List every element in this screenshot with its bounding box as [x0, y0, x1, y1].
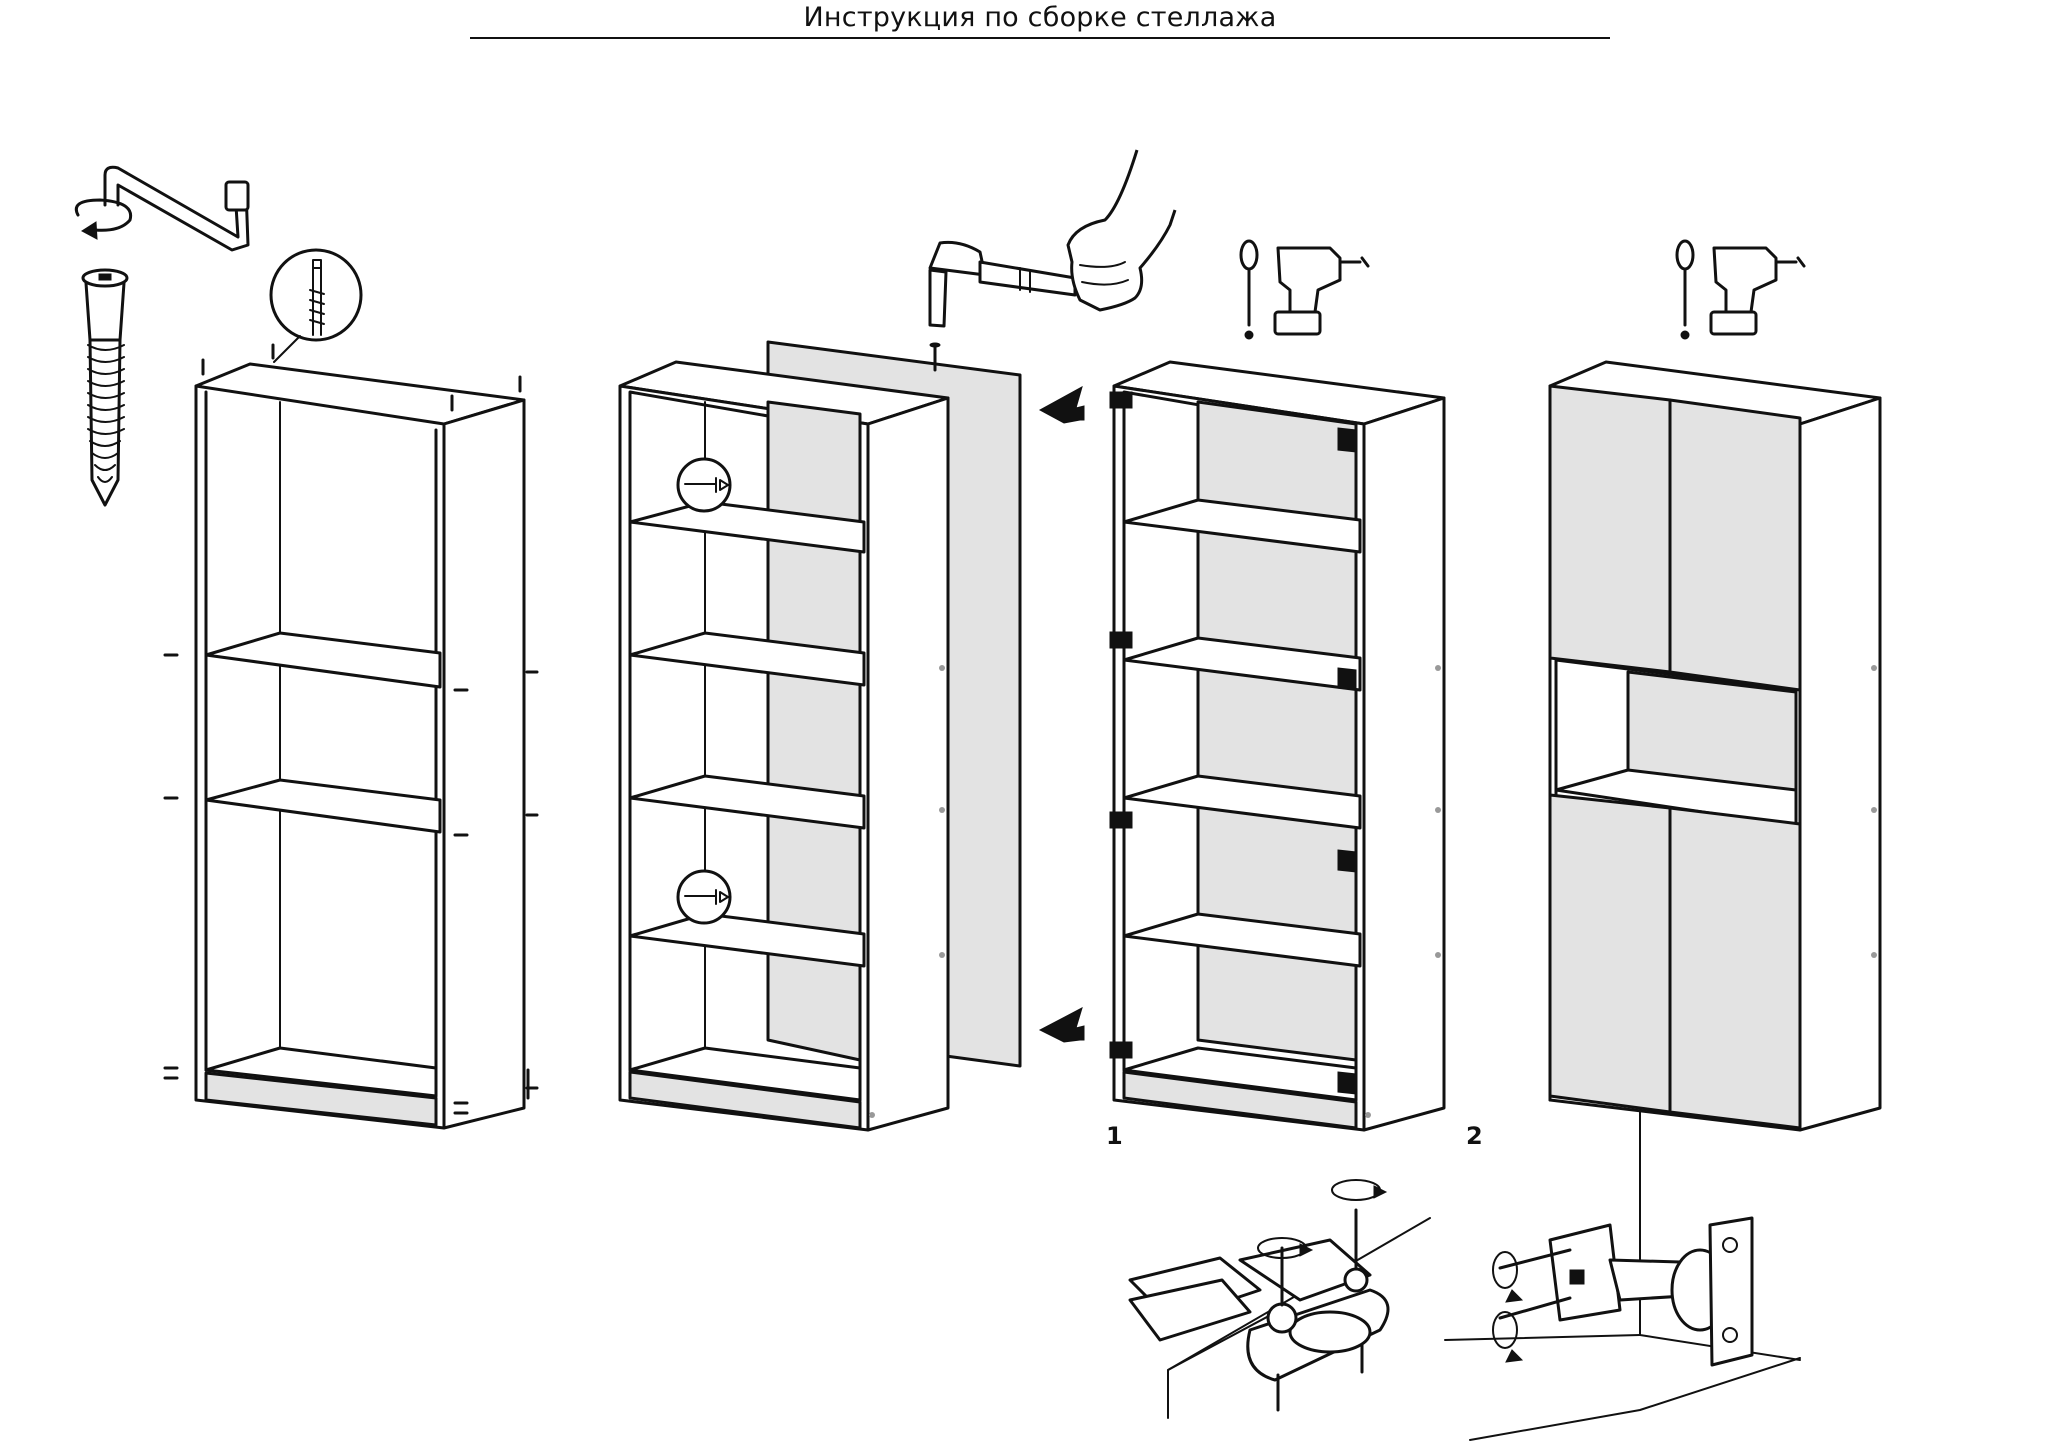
screwdriver-icon — [1675, 239, 1695, 340]
hex-key-icon — [103, 165, 250, 252]
cabinet-frame-step — [163, 343, 539, 1130]
hammer-icon — [928, 240, 1077, 328]
cabinet-back-panel-step — [618, 340, 1085, 1132]
hand-holding-hammer — [1066, 149, 1177, 312]
page-title: Инструкция по сборке стеллажа — [803, 2, 1277, 33]
upper-left-door — [1548, 384, 1672, 674]
screw-detail-callout — [269, 248, 363, 363]
push-arrow-icon — [1038, 385, 1085, 424]
cabinet-hinge-step — [1109, 360, 1446, 1132]
hinge-mounting-detail-1 — [1128, 1179, 1431, 1419]
cordless-drill-icon — [1709, 246, 1806, 336]
upper-right-door — [1668, 398, 1802, 692]
cabinet-doors-step — [1548, 360, 1882, 1132]
screwdriver-icon — [1239, 239, 1259, 340]
step-label-1: 1 — [1106, 1122, 1123, 1150]
step-label-2: 2 — [1466, 1122, 1483, 1150]
lower-left-door — [1548, 793, 1672, 1114]
push-arrow-icon — [1038, 1007, 1085, 1043]
confirmat-screw-icon — [81, 268, 129, 507]
rotate-arrow-icon — [74, 198, 133, 240]
cabinet-hinge-icon — [1109, 391, 1133, 1059]
lower-right-door — [1668, 806, 1802, 1130]
cabinet-hinge-icon — [1337, 427, 1357, 1095]
hinge-mounting-detail-2 — [1444, 1109, 1801, 1441]
cordless-drill-icon — [1273, 246, 1370, 336]
title-underline — [470, 37, 1610, 39]
